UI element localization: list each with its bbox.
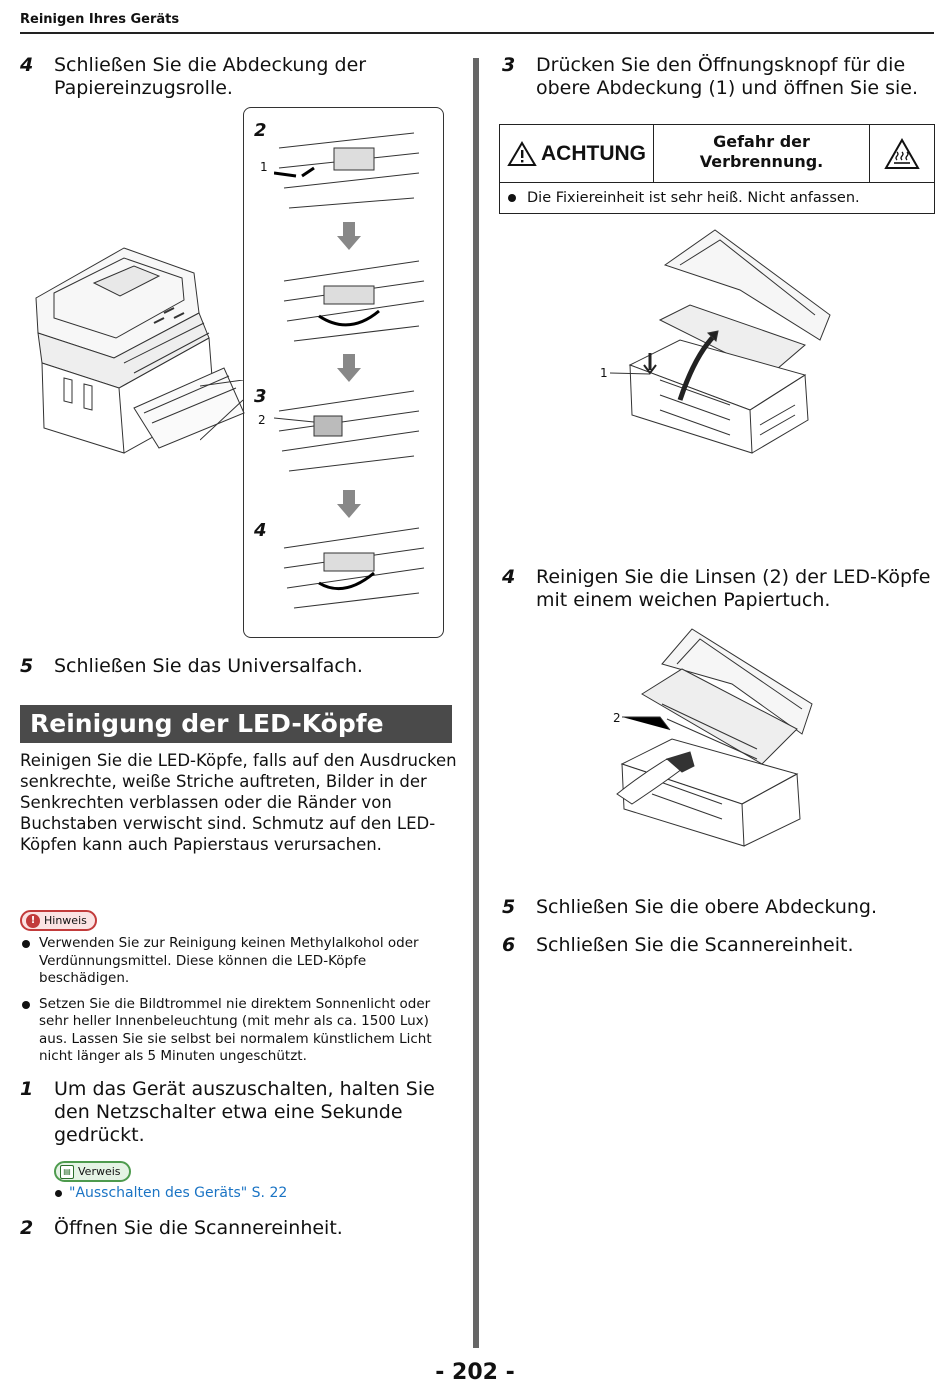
right-step-3: 3 Drücken Sie den Öffnungsknopf für die … <box>502 54 934 100</box>
step-text: Schließen Sie die Abdeckung der Papierei… <box>54 54 367 99</box>
reference-label: Verweis <box>78 1165 121 1178</box>
figure-callout-2: 2 <box>258 413 266 427</box>
list-item: Setzen Sie die Bildtrommel nie direktem … <box>20 996 460 1066</box>
list-item: Verwenden Sie zur Reinigung keinen Methy… <box>20 935 460 988</box>
step-text: Um das Gerät auszuschalten, halten Sie d… <box>54 1078 435 1146</box>
step-text: Schließen Sie die Scannereinheit. <box>536 934 854 956</box>
step-text: Drücken Sie den Öffnungsknopf für die ob… <box>536 54 918 99</box>
right-step-4: 4 Reinigen Sie die Linsen (2) der LED-Kö… <box>502 566 934 612</box>
callout-line <box>622 716 671 731</box>
figure-step-2: 2 <box>254 120 267 141</box>
warning-title: Gefahr der Verbrennung. <box>654 125 870 182</box>
warning-triangle-icon <box>507 140 537 166</box>
step-number: 5 <box>20 655 34 677</box>
printer-open-cover-illustration <box>620 225 840 455</box>
step-number: 4 <box>502 566 516 588</box>
step-text: Schließen Sie das Universalfach. <box>54 655 363 677</box>
exclamation-icon: ! <box>26 913 40 928</box>
step-number: 1 <box>20 1078 34 1100</box>
figure1-callout: 1 <box>600 366 608 380</box>
section-title: Reinigung der LED-Köpfe <box>20 705 452 743</box>
page-header: Reinigen Ihres Geräts <box>20 12 934 34</box>
hot-surface-icon <box>884 137 920 169</box>
left-step-4: 4 Schließen Sie die Abdeckung der Papier… <box>20 54 420 100</box>
section-intro: Reinigen Sie die LED-Köpfe, falls auf de… <box>20 751 457 854</box>
step-text: Öffnen Sie die Scannereinheit. <box>54 1217 343 1239</box>
left-step-1: 1 Um das Gerät auszuschalten, halten Sie… <box>20 1078 450 1147</box>
left-step-2: 2 Öffnen Sie die Scannereinheit. <box>20 1217 440 1240</box>
step-number: 2 <box>20 1217 34 1239</box>
note-label: Hinweis <box>44 914 87 927</box>
step-figure-panel: 2 1 3 2 4 <box>243 107 444 638</box>
right-step-5: 5 Schließen Sie die obere Abdeckung. <box>502 896 934 919</box>
column-divider <box>473 58 479 1348</box>
warning-box: ACHTUNG Gefahr der Verbrennung. Die Fixi… <box>499 124 935 214</box>
reference-link[interactable]: "Ausschalten des Geräts" S. 22 <box>55 1185 287 1201</box>
figure-step-3: 3 <box>254 386 267 407</box>
step-number: 3 <box>502 54 516 76</box>
callout-line <box>610 372 651 375</box>
warning-text: Die Fixiereinheit ist sehr heiß. Nicht a… <box>500 183 934 213</box>
right-step-6: 6 Schließen Sie die Scannereinheit. <box>502 934 934 957</box>
reference-badge: ▤ Verweis <box>54 1161 131 1182</box>
step-number: 5 <box>502 896 516 918</box>
header-title: Reinigen Ihres Geräts <box>20 12 180 27</box>
callout-lines <box>200 380 245 450</box>
step-number: 6 <box>502 934 516 956</box>
step-number: 4 <box>20 54 34 76</box>
book-icon: ▤ <box>60 1164 74 1179</box>
figure-callout-1: 1 <box>260 160 268 174</box>
printer-illustration-left <box>24 238 249 458</box>
led-head-cleaning-illustration <box>612 624 834 849</box>
step-text: Reinigen Sie die Linsen (2) der LED-Köpf… <box>536 566 931 611</box>
note-badge: ! Hinweis <box>20 910 97 931</box>
warning-label: ACHTUNG <box>541 141 646 165</box>
left-step-5: 5 Schließen Sie das Universalfach. <box>20 655 440 678</box>
page-number: - 202 - <box>435 1360 515 1385</box>
note-list: Verwenden Sie zur Reinigung keinen Methy… <box>20 935 460 1074</box>
step-text: Schließen Sie die obere Abdeckung. <box>536 896 878 918</box>
figure2-callout: 2 <box>613 711 621 725</box>
figure-step-4: 4 <box>254 520 267 541</box>
